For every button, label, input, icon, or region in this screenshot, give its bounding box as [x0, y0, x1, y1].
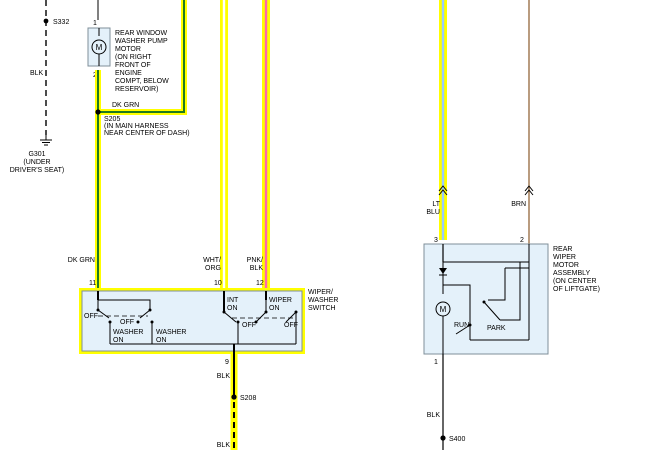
splice-s205-note2: NEAR CENTER OF DASH) — [104, 130, 190, 137]
svg-text:(ON CENTER: (ON CENTER — [553, 278, 597, 285]
wire-lt-blu — [438, 0, 448, 240]
wire-label-blk-bottom: BLK — [217, 442, 231, 449]
wire-label-wht-org-1: WHT/ — [203, 257, 221, 264]
wire-label-blk-motor: BLK — [427, 412, 441, 419]
wire-brn — [524, 0, 534, 244]
splice-s208-label: S208 — [240, 395, 256, 402]
svg-text:SWITCH: SWITCH — [308, 305, 336, 312]
ground-note-1: (UNDER — [23, 159, 50, 166]
rear-wiper-motor-description: REAR WIPER MOTOR ASSEMBLY (ON CENTER OF … — [553, 246, 600, 293]
wiper-washer-switch: 11 10 12 OFF OFF WASHER ON WASHER ON — [79, 280, 305, 354]
wire-label-dk-grn-mid: DK GRN — [68, 257, 95, 264]
svg-text:REAR: REAR — [553, 246, 572, 253]
pump-pin-top: 1 — [93, 20, 97, 27]
motor-park-label: PARK — [487, 325, 506, 332]
svg-text:MOTOR: MOTOR — [553, 262, 579, 269]
svg-text:WASHER: WASHER — [308, 297, 338, 304]
splice-s205-note: (IN MAIN HARNESS — [104, 123, 169, 130]
wire-label-blk-left: BLK — [30, 70, 44, 77]
switch-pin-11: 11 — [89, 280, 96, 287]
switch-pin-9: 9 — [225, 359, 229, 366]
ground-icon — [40, 135, 52, 146]
wire-label-brn: BRN — [511, 201, 526, 208]
svg-text:ENGINE: ENGINE — [115, 70, 142, 77]
wire-label-lt-blu-2: BLU — [426, 209, 440, 216]
svg-text:ASSEMBLY: ASSEMBLY — [553, 270, 591, 277]
switch-right-int: INT — [227, 297, 239, 304]
connector-break-icon — [524, 185, 534, 196]
washer-pump-description: REAR WINDOW WASHER PUMP MOTOR (ON RIGHT … — [115, 30, 169, 93]
pump-motor-symbol: M — [96, 43, 103, 52]
switch-left-washer-on-2: ON — [113, 337, 124, 344]
wire-label-pnk-blk-1: PNK/ — [247, 257, 263, 264]
switch-name-label: WIPER/ WASHER SWITCH — [308, 289, 338, 312]
switch-right-off-2: OFF — [284, 322, 298, 329]
switch-pin-12: 12 — [256, 280, 264, 287]
ground-id: G301 — [28, 151, 45, 158]
rear-wiper-motor-assembly: M RUN PARK — [423, 243, 549, 355]
switch-left-off-2: OFF — [120, 319, 134, 326]
splice-s400-label: S400 — [449, 436, 465, 443]
motor-pin-2: 2 — [520, 237, 524, 244]
svg-text:WASHER PUMP: WASHER PUMP — [115, 38, 168, 45]
switch-pin-10: 10 — [214, 280, 222, 287]
switch-right-off-1: OFF — [242, 322, 256, 329]
splice-s332-dot — [43, 18, 49, 24]
washer-pump-motor: M — [87, 27, 111, 67]
svg-text:OF LIFTGATE): OF LIFTGATE) — [553, 286, 600, 293]
motor-pin-3: 3 — [434, 237, 438, 244]
switch-left-washer2-1: WASHER — [156, 329, 186, 336]
ground-branch: S332 BLK G301 (UNDER DRIVER'S SEAT) — [10, 0, 69, 174]
switch-right-wiper: WIPER — [269, 297, 292, 304]
svg-text:REAR WINDOW: REAR WINDOW — [115, 30, 168, 37]
svg-text:(ON RIGHT: (ON RIGHT — [115, 54, 152, 61]
splice-s205-dot — [95, 109, 101, 115]
svg-text:WIPER/: WIPER/ — [308, 289, 333, 296]
wire-label-blk-9: BLK — [217, 373, 231, 380]
motor-run-label: RUN — [454, 322, 469, 329]
wire-label-wht-org-2: ORG — [205, 265, 221, 272]
svg-text:RESERVOIR): RESERVOIR) — [115, 86, 158, 93]
wire-dk-grn — [95, 0, 187, 288]
switch-left-washer-on-1: WASHER — [113, 329, 143, 336]
wire-label-lt-blu-1: LT — [432, 201, 440, 208]
wire-label-dk-grn-top: DK GRN — [112, 102, 139, 109]
svg-text:COMPT, BELOW: COMPT, BELOW — [115, 78, 169, 85]
svg-text:MOTOR: MOTOR — [115, 46, 141, 53]
splice-s208-dot — [231, 394, 237, 400]
ground-note-2: DRIVER'S SEAT) — [10, 167, 65, 174]
svg-text:WIPER: WIPER — [553, 254, 576, 261]
svg-text:FRONT OF: FRONT OF — [115, 62, 151, 69]
switch-right-wiper-on: ON — [269, 305, 280, 312]
switch-left-washer2-2: ON — [156, 337, 167, 344]
rear-motor-symbol: M — [440, 305, 447, 314]
splice-s205-label: S205 — [104, 116, 120, 123]
switch-right-int-on: ON — [227, 305, 238, 312]
splice-s332-label: S332 — [53, 19, 69, 26]
connector-break-icon — [438, 185, 448, 196]
wire-label-pnk-blk-2: BLK — [250, 265, 264, 272]
splice-s400-dot — [440, 435, 446, 441]
motor-pin-1: 1 — [434, 359, 438, 366]
switch-left-off-1: OFF — [84, 313, 98, 320]
